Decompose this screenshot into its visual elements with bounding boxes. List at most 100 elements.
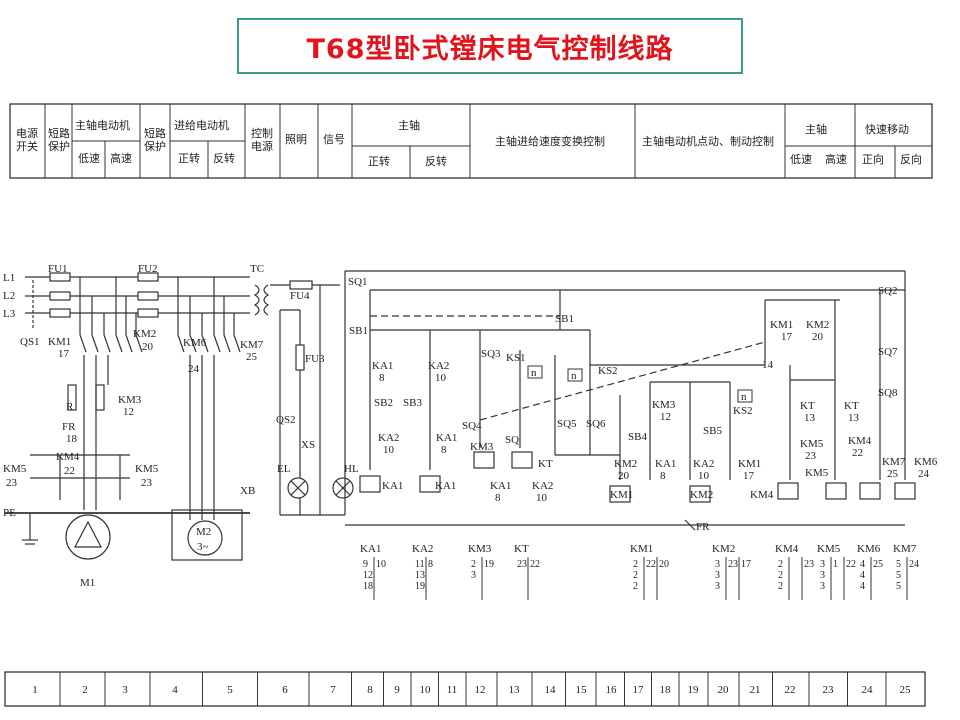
diagram-label: 25 xyxy=(887,468,899,480)
contact-number: 13 xyxy=(415,570,425,581)
column-number: 23 xyxy=(823,684,835,696)
relay-coil xyxy=(609,485,631,503)
diagram-label: KM5 xyxy=(3,463,27,475)
diagram-label: KT xyxy=(844,400,859,412)
diagram-label: R xyxy=(66,401,74,413)
diagram-label: QS2 xyxy=(276,414,296,426)
contact-number: 5 xyxy=(896,559,901,570)
diagram-label: SQ xyxy=(505,434,519,446)
header-cell-short-circuit-protection-2: 短路保护 xyxy=(144,127,166,153)
diagram-label: 20 xyxy=(812,331,824,343)
contact-number: 22 xyxy=(846,559,856,570)
diagram-label: XS xyxy=(301,439,315,451)
diagram-label: FU3 xyxy=(305,353,325,365)
column-number: 16 xyxy=(606,684,618,696)
contact-number: 2 xyxy=(633,581,638,592)
column-number: 11 xyxy=(447,684,458,696)
diagram-label: KM3 xyxy=(652,399,676,411)
diagram-label: SQ1 xyxy=(348,276,368,288)
diagram-label: 10 xyxy=(435,372,447,384)
diagram-label: 20 xyxy=(618,470,630,482)
diagram-label: QS1 xyxy=(20,336,40,348)
contact-number: 3 xyxy=(471,570,476,581)
contact-number: 2 xyxy=(778,570,783,581)
diagram-label: M1 xyxy=(80,577,95,589)
diagram-label: SB1 xyxy=(349,325,368,337)
diagram-label: M2 xyxy=(196,526,211,538)
diagram-label: SQ3 xyxy=(481,348,501,360)
diagram-label: 23 xyxy=(6,477,18,489)
diagram-label: KM3 xyxy=(470,441,494,453)
diagram-label: EL xyxy=(277,463,291,475)
column-number: 10 xyxy=(420,684,432,696)
contact-number: 22 xyxy=(646,559,656,570)
diagram-label: FR xyxy=(62,421,76,433)
header-cell: 高速 xyxy=(825,152,847,166)
relay-coil xyxy=(894,482,916,500)
column-number: 20 xyxy=(718,684,730,696)
title-box: T68型卧式镗床电气控制线路 xyxy=(237,18,743,74)
diagram-label: KM5 xyxy=(800,438,824,450)
header-cell: 正转 xyxy=(368,154,390,168)
coils xyxy=(359,365,916,503)
contact-number: 18 xyxy=(363,581,373,592)
column-number: 13 xyxy=(509,684,521,696)
diagram-label: 24 xyxy=(918,468,930,480)
contact-number: 2 xyxy=(778,581,783,592)
contact-number: 1 xyxy=(833,559,838,570)
diagram-label: KA1 xyxy=(435,480,456,492)
diagram-label: SB5 xyxy=(703,425,722,437)
diagram-label: 23 xyxy=(141,477,153,489)
header-cell-power-switch: 电源开关 xyxy=(16,127,38,153)
diagram-label: KM2 xyxy=(133,328,156,340)
column-number: 7 xyxy=(330,684,336,696)
header-cell: 照明 xyxy=(285,133,307,146)
contact-table-relay: KT xyxy=(514,543,529,555)
diagram-label: n xyxy=(531,367,537,379)
contact-number: 10 xyxy=(376,559,386,570)
header-cell: 主轴电动机点动、制动控制 xyxy=(642,134,774,148)
contact-table-relay: KM5 xyxy=(817,543,841,555)
contact-number: 9 xyxy=(363,559,368,570)
column-number: 19 xyxy=(688,684,700,696)
diagram-label: KS1 xyxy=(506,352,526,364)
diagram-label: n xyxy=(571,370,577,382)
column-number: 22 xyxy=(785,684,796,696)
diagram-label: 18 xyxy=(66,433,78,445)
contact-number: 20 xyxy=(659,559,669,570)
diagram-label: 17 xyxy=(781,331,793,343)
contact-number: 4 xyxy=(860,559,865,570)
column-number: 17 xyxy=(633,684,645,696)
contact-number: 3 xyxy=(820,581,825,592)
diagram-label: KS2 xyxy=(733,405,753,417)
contact-table-relay: KM6 xyxy=(857,543,881,555)
diagram-label: FU4 xyxy=(290,290,310,302)
contact-number: 3 xyxy=(715,570,720,581)
diagram-label: KM4 xyxy=(56,451,80,463)
diagram-label: KA2 xyxy=(428,360,449,372)
diagram-label: 20 xyxy=(142,341,154,353)
header-cell: 反转 xyxy=(213,151,235,165)
contact-number: 19 xyxy=(415,581,425,592)
contact-table-relay: KM4 xyxy=(775,543,799,555)
diagram-label: 3~ xyxy=(197,541,209,553)
speed-relay-box xyxy=(567,368,583,382)
relay-coil xyxy=(511,451,533,469)
diagram-label: HL xyxy=(344,463,359,475)
column-number: 15 xyxy=(576,684,588,696)
diagram-label: 10 xyxy=(383,444,395,456)
diagram-label: 10 xyxy=(536,492,548,504)
column-number: 4 xyxy=(172,684,178,696)
diagram-label: KM7 xyxy=(240,339,264,351)
diagram-label: SB1 xyxy=(555,313,574,325)
diagram-label: SQ2 xyxy=(878,285,898,297)
diagram-label: FU1 xyxy=(48,263,68,275)
column-number: 2 xyxy=(82,684,88,696)
diagram-label: FR xyxy=(696,521,710,533)
header-cell: 主轴 xyxy=(398,118,420,132)
diagram-label: 17 xyxy=(58,348,70,360)
slide-title: T68型卧式镗床电气控制线路 xyxy=(306,33,674,65)
contact-number: 8 xyxy=(428,559,433,570)
contact-number: 2 xyxy=(633,559,638,570)
